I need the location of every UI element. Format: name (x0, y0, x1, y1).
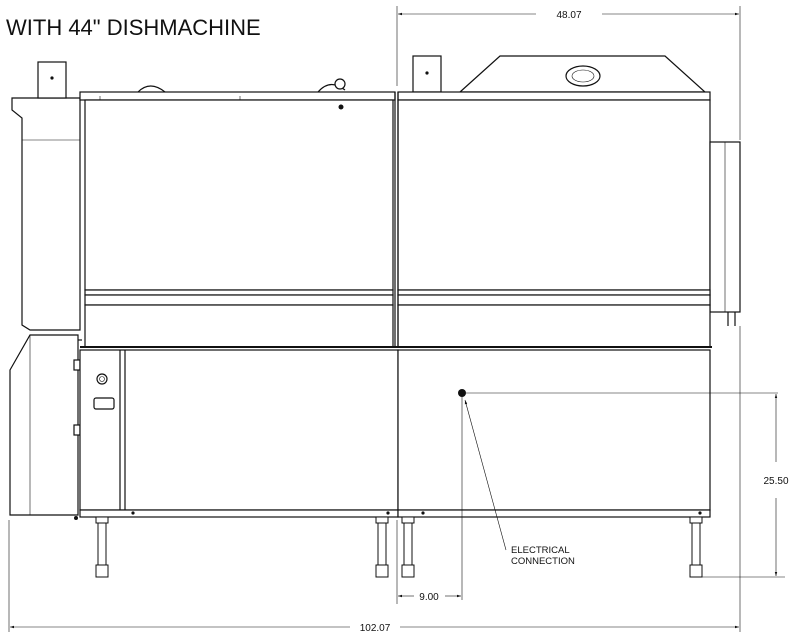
right-hood-section (394, 55, 741, 348)
lower-cabinets (79, 349, 711, 518)
dimension-label-offset: 9.00 (419, 592, 439, 603)
dimension-label-top-width: 48.07 (556, 10, 581, 21)
electrical-callout-line1: ELECTRICAL (511, 545, 570, 556)
electrical-connection: ELECTRICAL CONNECTION (458, 389, 778, 600)
drawing-title: WITH 44" DISHMACHINE (6, 15, 261, 40)
legs (95, 516, 703, 578)
dimension-label-overall-width: 102.07 (360, 623, 391, 634)
dimension-offset: 9.00 (396, 520, 461, 604)
electrical-callout-line2: CONNECTION (511, 556, 575, 567)
dimension-label-height: 25.50 (763, 476, 788, 487)
left-control-box (9, 334, 82, 520)
left-hood-section (79, 78, 398, 348)
electrical-connection-point (458, 389, 466, 397)
dimension-height: 25.50 (700, 394, 789, 578)
left-side-cabinet (11, 61, 81, 331)
dimension-top-width: 48.07 (396, 6, 741, 140)
dimension-overall-width: 102.07 (8, 326, 741, 634)
